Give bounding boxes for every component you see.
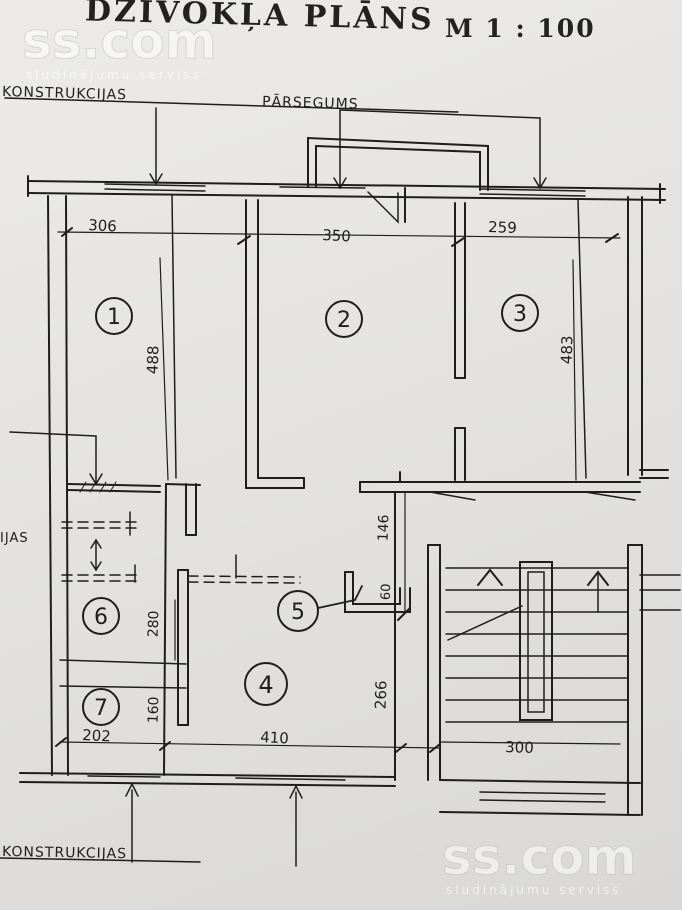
dim-corridor-60: 60 [379,583,395,600]
dim-room4-length: 266 [372,680,391,709]
room-5-marker [277,590,319,632]
room-3-marker [501,294,539,332]
room-7-marker [82,688,120,726]
dim-bottom-202: 202 [82,726,112,745]
watermark-logo-bottom: ss.com [442,828,638,887]
dim-stair-300: 300 [505,738,534,757]
room-1-marker [95,297,133,335]
outer-wall-bottom [19,772,396,778]
annotation-top-left: KONSTRUKCIJAS [2,84,127,103]
outer-wall-top-inner [27,192,666,201]
watermark-tagline-top: sludinājumu serviss [26,68,202,82]
room-6-marker [82,597,120,635]
annotation-bottom: KONSTRUKCIJAS [2,844,127,862]
room-5-number: 5 [291,600,305,625]
dim-bottom-410: 410 [260,728,290,747]
plan-scale: M 1 : 100 [445,14,596,43]
dim-room6-length: 280 [146,610,163,637]
dim-room3-width: 259 [488,218,517,237]
room-4-number: 4 [258,671,273,699]
room-2-marker [325,300,363,338]
room-4-marker [244,662,288,706]
room-3-number: 3 [513,302,527,327]
room-2-number: 2 [337,308,351,333]
room-1-number: 1 [107,305,121,330]
outer-wall-top [27,180,666,190]
dim-corridor-146: 146 [376,514,393,541]
room-6-number: 6 [94,605,108,630]
dim-room2-width: 350 [322,226,352,245]
annotation-top-right: PĀRSEGUMS [262,93,359,113]
dim-room1-length: 488 [144,345,163,374]
outer-wall-left [47,195,53,776]
watermark-tagline-bottom: sludinājumu serviss [446,883,622,897]
annotation-left: IJAS [0,531,29,546]
dim-room7-length: 160 [146,696,163,723]
dim-room1-width: 306 [88,216,118,235]
balcony-outline [307,136,489,191]
dim-room3-length: 483 [558,335,577,364]
room-7-number: 7 [94,696,108,721]
watermark-logo-top: ss.com [22,12,218,71]
